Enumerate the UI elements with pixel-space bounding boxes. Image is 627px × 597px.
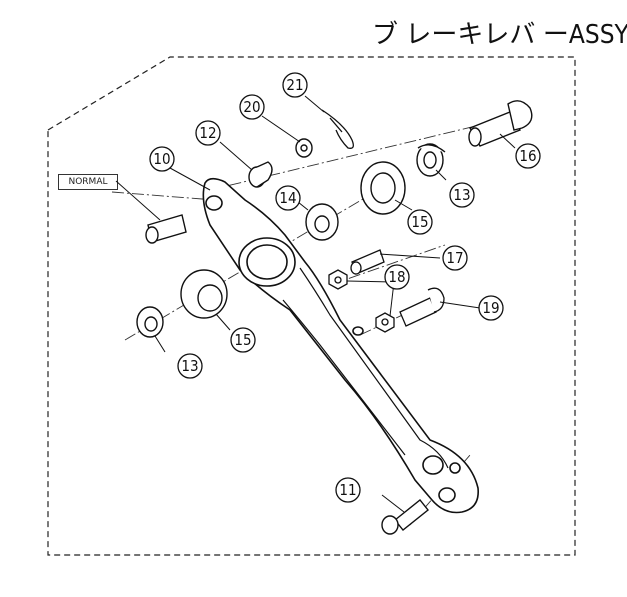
- callout-circle-c20: [239, 94, 265, 120]
- pin-axis-line: [329, 244, 446, 286]
- callout-circle-c13a: [449, 182, 475, 208]
- callout-label-c14: 14: [279, 189, 296, 207]
- callout-circle-c17: [442, 245, 468, 271]
- callout-circle-c10: [149, 146, 175, 172]
- callout-label-c13b: 13: [181, 357, 198, 375]
- part-13-upper-collar: [416, 143, 446, 177]
- lever-arm: [202, 177, 479, 514]
- callout-label-c15a: 15: [411, 213, 428, 231]
- callout-label-c16: 16: [519, 147, 536, 165]
- callout-label-c12: 12: [199, 124, 216, 142]
- part-16-bolt: [468, 100, 533, 147]
- part-15-lower-washer: [180, 269, 228, 319]
- callout-label-c20: 20: [243, 98, 260, 116]
- part-17-pin: [350, 249, 385, 275]
- part-19-pin: [399, 287, 445, 327]
- callout-circle-c15a: [407, 209, 433, 235]
- callout-label-c13a: 13: [453, 186, 470, 204]
- callout-circle-c11: [335, 477, 361, 503]
- callout-label-c17: 17: [446, 249, 463, 267]
- callout-circle-c16: [515, 143, 541, 169]
- callout-circle-c13b: [177, 353, 203, 379]
- part-21-clip: [321, 109, 354, 149]
- part-18-nuts: [328, 269, 395, 333]
- diagram-title: ブ レーキレバ ーASSY: [372, 20, 627, 50]
- callout-label-c15b: 15: [234, 331, 251, 349]
- callout-label-c19: 19: [482, 299, 499, 317]
- callout-circle-c18: [384, 264, 410, 290]
- callout-label-c21: 21: [286, 76, 303, 94]
- part-12-spacer: [248, 161, 273, 188]
- part-13-lower-collar: [136, 306, 164, 338]
- callout-label-c18: 18: [388, 268, 405, 286]
- assembly-boundary: [47, 56, 576, 556]
- part-11-bolt: [381, 499, 429, 535]
- callout-label-c11: 11: [339, 481, 356, 499]
- callout-label-c10: 10: [153, 150, 170, 168]
- part-15-upper-washer: [360, 161, 406, 215]
- part-14-bushing: [305, 203, 339, 241]
- callout-circle-c19: [478, 295, 504, 321]
- part-normal-pin: [145, 214, 187, 244]
- callout-group: 10 11 12 13 13 14 15 15 16 17 18 19 20 21: [149, 72, 541, 503]
- callout-circle-c21: [282, 72, 308, 98]
- normal-pin-axis-line: [111, 191, 216, 201]
- part-20-washer: [295, 138, 313, 158]
- callout-circle-c14: [275, 185, 301, 211]
- callout-circle-c12: [195, 120, 221, 146]
- callout-circle-c15b: [230, 327, 256, 353]
